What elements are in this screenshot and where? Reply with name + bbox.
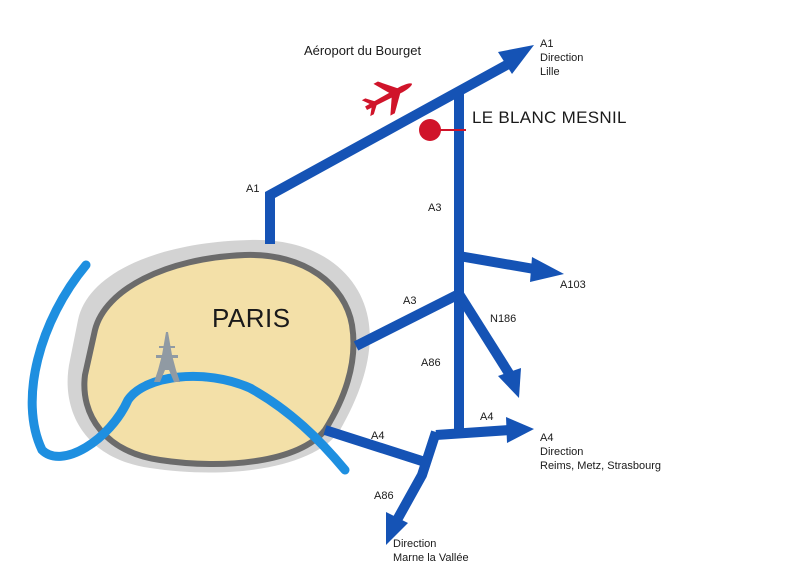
road-label-a86-south: A86: [374, 490, 394, 502]
road-label-a4-west: A4: [371, 430, 385, 442]
arrow-a103: [530, 257, 564, 282]
destination-a103: A103: [560, 279, 586, 291]
destination-a1-line2: Lille: [540, 66, 560, 78]
airplane-icon: [361, 81, 412, 117]
arrow-a1: [498, 45, 534, 74]
road-label-a1: A1: [246, 183, 260, 195]
airport-label: Aéroport du Bourget: [304, 43, 422, 58]
destination-a1-road: A1: [540, 38, 554, 50]
road-a103: [458, 251, 541, 275]
road-a86-south: [392, 430, 441, 523]
road-a3-diag: [353, 289, 462, 351]
eiffel-tower-icon: [154, 332, 180, 382]
road-n186: [454, 291, 515, 378]
destination-a1: A1 Direction Lille: [540, 37, 583, 79]
destination-a4-road: A4: [540, 432, 554, 444]
seine-river: [27, 260, 350, 475]
arrow-a4-east: [506, 417, 534, 443]
destination-a4-line1: Direction: [540, 446, 584, 458]
road-network: [265, 57, 541, 523]
destination-a86: Direction Marne la Vallée: [393, 537, 469, 565]
road-label-a3-diag: A3: [403, 295, 417, 307]
destination-a4-line2: Reims, Metz, Strasbourg: [540, 460, 662, 472]
destination-a4: A4 Direction Reims, Metz, Strasbourg: [540, 431, 661, 473]
location-marker-icon: [419, 119, 466, 141]
road-a4-east: [435, 425, 511, 440]
road-a4-west: [323, 425, 427, 467]
road-label-a4-east: A4: [480, 411, 494, 423]
destination-a1-line1: Direction: [540, 52, 584, 64]
road-label-n186: N186: [490, 313, 517, 325]
road-label-a86-mid: A86: [421, 357, 441, 369]
road-a1: [265, 57, 515, 244]
city-label: LE BLANC MESNIL: [472, 108, 627, 127]
destination-a86-line1: Direction: [393, 538, 437, 550]
road-arrows: [386, 45, 564, 545]
arrow-n186: [498, 368, 521, 398]
paris-label: PARIS: [212, 303, 291, 333]
arrow-a86-south: [386, 512, 408, 545]
destination-a86-line2: Marne la Vallée: [393, 552, 469, 564]
road-label-a3-north: A3: [428, 202, 442, 214]
